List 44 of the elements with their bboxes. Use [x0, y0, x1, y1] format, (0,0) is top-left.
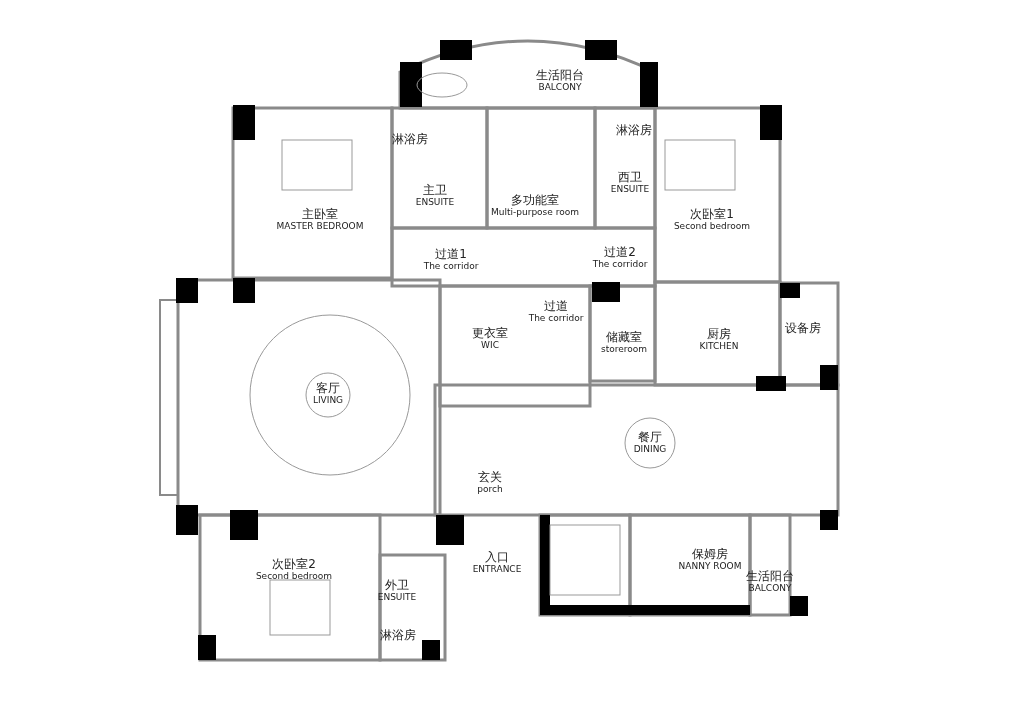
room-label: 生活阳台 [746, 570, 794, 583]
room-label: 西卫 [618, 171, 642, 184]
room-label: The corridor [528, 313, 584, 323]
room-label: ENTRANCE [472, 564, 522, 574]
room-label: BALCONY [748, 583, 792, 593]
room-label: porch [477, 484, 503, 494]
room-label: 次卧室2 [272, 558, 316, 571]
room-label: Second bedroom [255, 571, 333, 581]
room-label: 生活阳台 [536, 69, 584, 82]
room-label: 过道1 [435, 248, 467, 261]
room-label: The corridor [592, 259, 648, 269]
room-label: 设备房 [785, 322, 821, 335]
room-label: 淋浴房 [616, 124, 652, 137]
room-label: 储藏室 [606, 331, 642, 344]
room-label: BALCONY [538, 82, 582, 92]
room-label: WIC [481, 340, 499, 350]
room-label: 主卧室 [302, 208, 338, 221]
room-label: 过道2 [604, 246, 636, 259]
room-label: 过道 [544, 300, 568, 313]
room-label: 淋浴房 [392, 133, 428, 146]
room-label: 入口 [485, 551, 509, 564]
room-label: 主卫 [423, 184, 447, 197]
room-label: The corridor [423, 261, 479, 271]
room-label: storeroom [601, 344, 647, 354]
room-label: DINING [633, 444, 667, 454]
room-label: 更衣室 [472, 327, 508, 340]
room-label: 淋浴房 [380, 629, 416, 642]
room-label: Second bedroom [673, 221, 751, 231]
room-label: Multi-purpose room [491, 207, 579, 217]
room-label: 多功能室 [511, 194, 559, 207]
room-label: MASTER BEDROOM [276, 221, 364, 231]
room-label: ENSUITE [377, 592, 417, 602]
room-label: ENSUITE [610, 184, 650, 194]
room-label: 次卧室1 [690, 208, 734, 221]
room-label: NANNY ROOM [678, 561, 742, 571]
room-label: 外卫 [385, 579, 409, 592]
room-label: KITCHEN [699, 341, 739, 351]
room-label: LIVING [312, 395, 344, 405]
room-label: 保姆房 [692, 548, 728, 561]
room-label: ENSUITE [415, 197, 455, 207]
room-label: 餐厅 [638, 431, 662, 444]
room-label: 客厅 [316, 382, 340, 395]
room-label: 厨房 [707, 328, 731, 341]
room-label: 玄关 [478, 471, 502, 484]
